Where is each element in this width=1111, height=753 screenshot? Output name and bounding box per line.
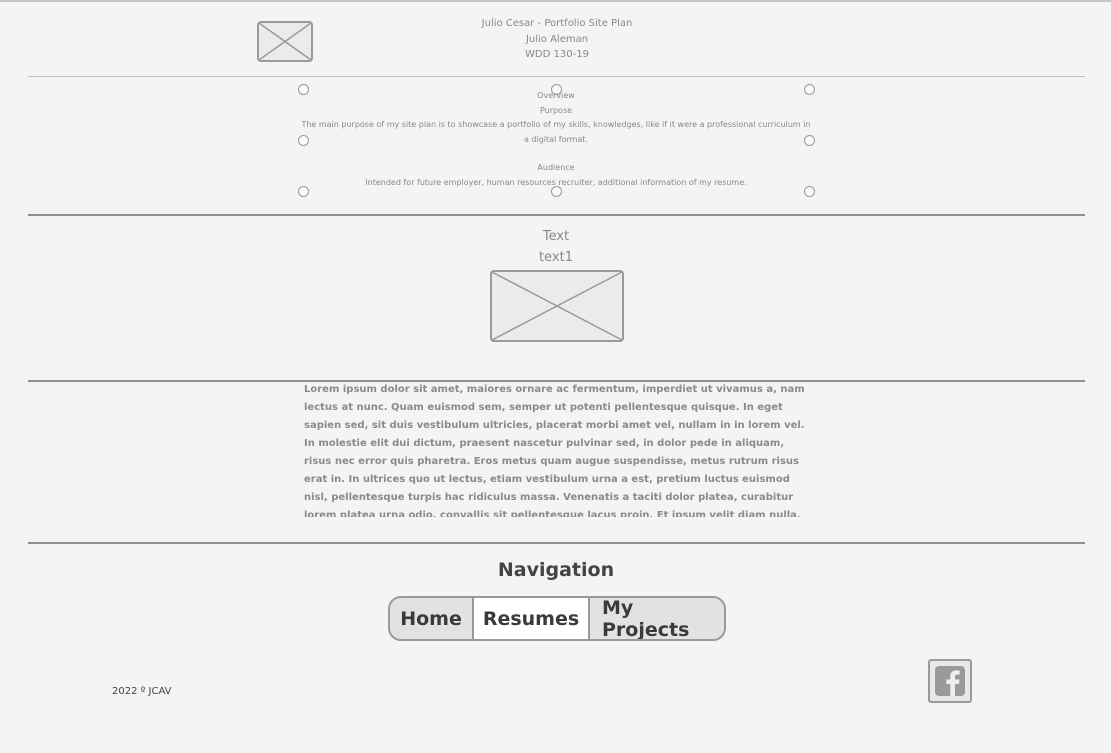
text1-label: text1 xyxy=(539,250,573,265)
audience-heading: Audience xyxy=(537,163,575,173)
purpose-heading: Purpose xyxy=(539,105,573,115)
course-code: WDD 130-19 xyxy=(525,49,589,60)
nav-home-button[interactable]: Home xyxy=(390,598,474,639)
resize-handle[interactable] xyxy=(551,84,562,95)
purpose-text: The main purpose of my site plan is to s… xyxy=(301,120,811,144)
copyright-text: 2022 º JCAV xyxy=(112,686,172,697)
audience-text: Intended for future employer, human reso… xyxy=(365,177,747,187)
text-label: Text xyxy=(542,229,570,244)
facebook-icon[interactable] xyxy=(928,659,972,703)
lorem-paragraph: Lorem ipsum dolor sit amet, maiores orna… xyxy=(304,384,805,517)
divider xyxy=(28,76,1085,77)
nav-resumes-button[interactable]: Resumes xyxy=(474,598,590,639)
logo-image-placeholder xyxy=(257,21,313,62)
resize-handle[interactable] xyxy=(298,186,309,197)
resize-handle[interactable] xyxy=(804,135,815,146)
header-block: Julio Cesar - Portfolio Site Plan Julio … xyxy=(420,16,694,63)
resize-handle[interactable] xyxy=(804,84,815,95)
navigation-bar: Home Resumes My Projects xyxy=(388,596,726,641)
overview-text-block[interactable]: Overview Purpose The main purpose of my … xyxy=(300,89,812,191)
content-image-placeholder xyxy=(490,270,624,342)
resize-handle[interactable] xyxy=(298,84,309,95)
resize-handle[interactable] xyxy=(804,186,815,197)
navigation-title: Navigation xyxy=(497,559,615,581)
resize-handle[interactable] xyxy=(298,135,309,146)
divider xyxy=(28,214,1085,216)
top-border xyxy=(0,0,1111,2)
overview-heading: Overview xyxy=(537,91,575,100)
author-name: Julio Aleman xyxy=(525,33,589,45)
site-plan-title: Julio Cesar - Portfolio Site Plan xyxy=(481,18,633,29)
resize-handle[interactable] xyxy=(551,186,562,197)
divider xyxy=(28,542,1085,544)
nav-my-projects-button[interactable]: My Projects xyxy=(590,598,724,639)
divider xyxy=(28,380,1085,382)
